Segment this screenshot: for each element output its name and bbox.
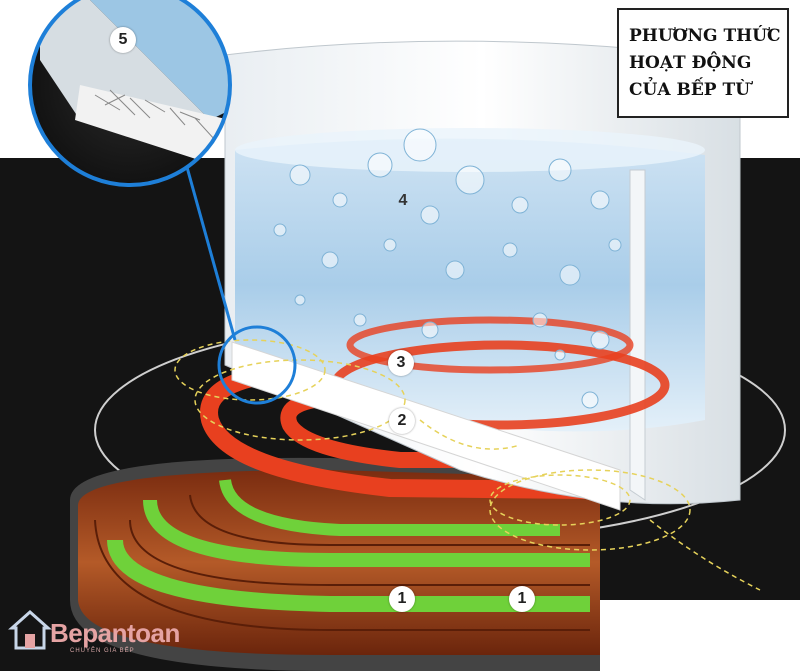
brand-name: Bepantoan: [50, 618, 180, 648]
diagram-title-box: PHƯƠNG THỨC HOẠT ĐỘNG CỦA BẾP TỪ: [617, 8, 789, 118]
label-zoom-layer: 5: [110, 27, 136, 53]
label-water: 4: [398, 192, 408, 209]
pot: [224, 40, 741, 511]
water-body: [235, 138, 705, 432]
magnifier-target: [217, 325, 297, 405]
label-coil-b: 1: [509, 586, 535, 612]
coil-green-mid: [143, 499, 590, 567]
induction-coil: [70, 457, 600, 671]
title-line-1: PHƯƠNG THỨC: [629, 25, 781, 46]
title-line-2: HOẠT ĐỘNG: [629, 52, 752, 73]
brand-logo: Bepantoan CHUYÊN GIA BẾP: [8, 604, 218, 664]
magnetic-field-lines: [174, 339, 761, 591]
house-icon: [8, 609, 52, 650]
coil-green-outer: [107, 539, 590, 612]
title-line-3: CỦA BẾP TỪ: [629, 79, 750, 100]
label-heat-ring: 3: [388, 350, 414, 376]
coil-green-inner: [219, 478, 560, 536]
cooktop-edge: [560, 600, 800, 671]
label-pan-base: 2: [389, 408, 415, 434]
bubbles: [273, 128, 622, 409]
label-coil-a: 1: [389, 586, 415, 612]
brand-tagline: CHUYÊN GIA BẾP: [70, 648, 135, 654]
pot-base-plate: [231, 341, 621, 511]
